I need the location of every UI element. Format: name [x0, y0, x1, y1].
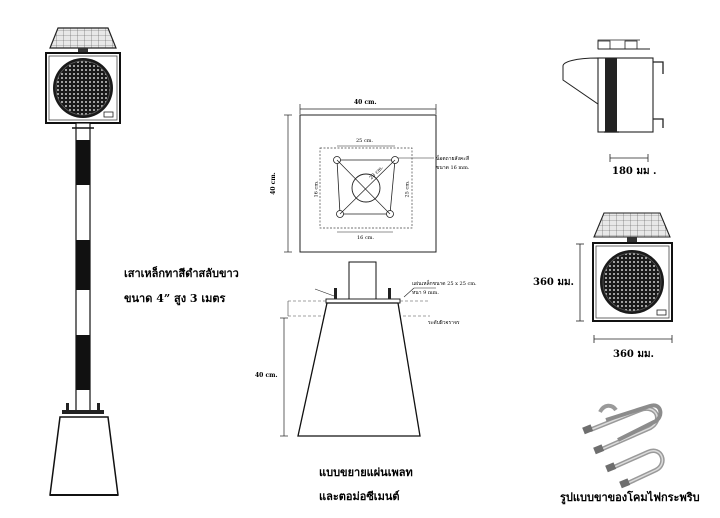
pole-caption-line2: ขนาด 4” สูง 3 เมตร	[124, 292, 226, 305]
bolt-bottom-dim: 16 cm.	[357, 235, 375, 241]
side-width-label: 180 มม .	[612, 166, 657, 177]
section-caption-line2: และตอม่อซีเมนต์	[319, 490, 400, 503]
bolt-note-line1: น็อตถายสังคะสี	[436, 156, 470, 162]
plan-outer-width-label: 40 cm.	[354, 99, 377, 106]
pole-caption-line1: เสาเหล็กทาสีดำสลับขาว	[124, 267, 239, 280]
u-bolts	[582, 403, 665, 489]
front-height-label: 360 มม.	[533, 277, 575, 288]
plate-note-line2: หนา 9 mm.	[412, 290, 439, 296]
flasher-housing-left	[45, 52, 121, 124]
bolt-right-dim: 25 cm.	[404, 180, 411, 198]
front-view-flasher	[576, 212, 673, 343]
ubolt-caption: รูปแบบขาของโคมไฟกระพริบ	[560, 491, 700, 504]
section-caption-line1: แบบขยายแผ่นเพลท	[319, 466, 413, 479]
bolt-left-dim: 16 cm.	[313, 180, 320, 198]
bolt-note-line2: ขนาด 16 mm.	[436, 165, 470, 171]
plate-note-line1: แผ่นเหล็กขนาด 25 x 25 cm.	[412, 281, 477, 287]
footing-depth-label: 40 cm.	[255, 372, 278, 379]
base-section-view	[280, 261, 436, 437]
striped-pole	[72, 122, 94, 414]
solar-panel-left	[49, 27, 117, 54]
plan-outer-height-label: 40 cm.	[269, 172, 277, 195]
pole-assembly	[45, 27, 121, 496]
ground-level-note: ระดับผิวจราจร	[428, 320, 460, 326]
base-plan-view	[284, 104, 437, 253]
front-width-label: 360 มม.	[613, 349, 655, 360]
bolt-top-dim: 25 cm.	[356, 138, 374, 144]
side-view-flasher	[562, 39, 664, 162]
pole-base	[49, 403, 119, 496]
